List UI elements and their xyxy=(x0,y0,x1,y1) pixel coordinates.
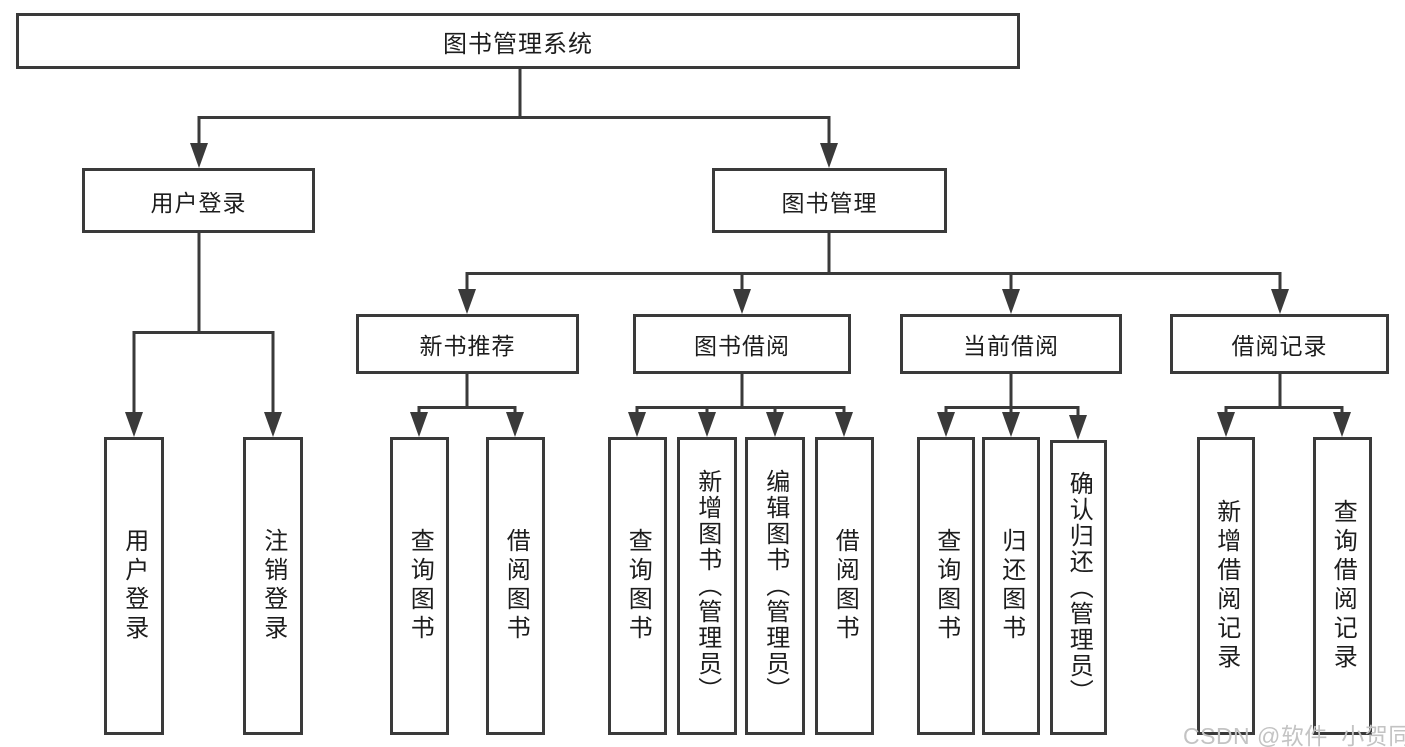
leaf-return-books-label: 归还图书 xyxy=(997,528,1025,644)
leaf-user-login: 用户登录 xyxy=(104,437,164,735)
node-book-management: 图书管理 xyxy=(712,168,947,233)
node-root-label: 图书管理系统 xyxy=(443,30,593,58)
leaf-add-borrow-record: 新增借阅记录 xyxy=(1197,437,1255,735)
leaf-borrow-books-recommend-label: 借阅图书 xyxy=(502,528,530,644)
leaf-query-books-recommend: 查询图书 xyxy=(390,437,449,735)
leaf-user-login-label: 用户登录 xyxy=(120,528,148,644)
leaf-query-books-borrowing-label: 查询图书 xyxy=(624,528,652,644)
leaf-edit-book-admin: 编辑图书（管理员） xyxy=(745,437,805,735)
leaf-confirm-return-admin-label: 确认归还（管理员） xyxy=(1065,470,1093,705)
node-current-borrowing-label: 当前借阅 xyxy=(963,333,1059,359)
leaf-query-books-recommend-label: 查询图书 xyxy=(406,528,434,644)
node-borrowing-records: 借阅记录 xyxy=(1170,314,1389,374)
leaf-logout: 注销登录 xyxy=(243,437,303,735)
leaf-borrow-books-borrowing-label: 借阅图书 xyxy=(831,528,859,644)
leaf-query-books-borrowing: 查询图书 xyxy=(608,437,667,735)
leaf-borrow-books-recommend: 借阅图书 xyxy=(486,437,545,735)
leaf-borrow-books-borrowing: 借阅图书 xyxy=(815,437,874,735)
node-book-borrowing: 图书借阅 xyxy=(633,314,851,374)
node-book-borrowing-label: 图书借阅 xyxy=(694,333,790,359)
leaf-return-books: 归还图书 xyxy=(982,437,1040,735)
leaf-add-book-admin-label: 新增图书（管理员） xyxy=(693,469,721,703)
node-book-management-label: 图书管理 xyxy=(781,189,878,216)
node-borrowing-records-label: 借阅记录 xyxy=(1231,333,1328,359)
watermark-text: CSDN @软件_小贺同学 xyxy=(1183,723,1405,747)
leaf-query-books-current-label: 查询图书 xyxy=(932,528,960,644)
leaf-query-borrow-record-label: 查询借阅记录 xyxy=(1329,499,1357,673)
leaf-query-books-current: 查询图书 xyxy=(917,437,975,735)
node-current-borrowing: 当前借阅 xyxy=(900,314,1122,374)
leaf-query-borrow-record: 查询借阅记录 xyxy=(1313,437,1372,735)
node-new-book-recommendation-label: 新书推荐 xyxy=(419,333,516,359)
node-user-login-label: 用户登录 xyxy=(150,189,247,216)
node-root: 图书管理系统 xyxy=(16,13,1020,69)
leaf-edit-book-admin-label: 编辑图书（管理员） xyxy=(761,469,789,703)
leaf-logout-label: 注销登录 xyxy=(259,528,287,644)
leaf-confirm-return-admin: 确认归还（管理员） xyxy=(1050,440,1107,735)
leaf-add-book-admin: 新增图书（管理员） xyxy=(677,437,737,735)
node-user-login: 用户登录 xyxy=(82,168,315,233)
leaf-add-borrow-record-label: 新增借阅记录 xyxy=(1212,499,1240,673)
node-new-book-recommendation: 新书推荐 xyxy=(356,314,579,374)
